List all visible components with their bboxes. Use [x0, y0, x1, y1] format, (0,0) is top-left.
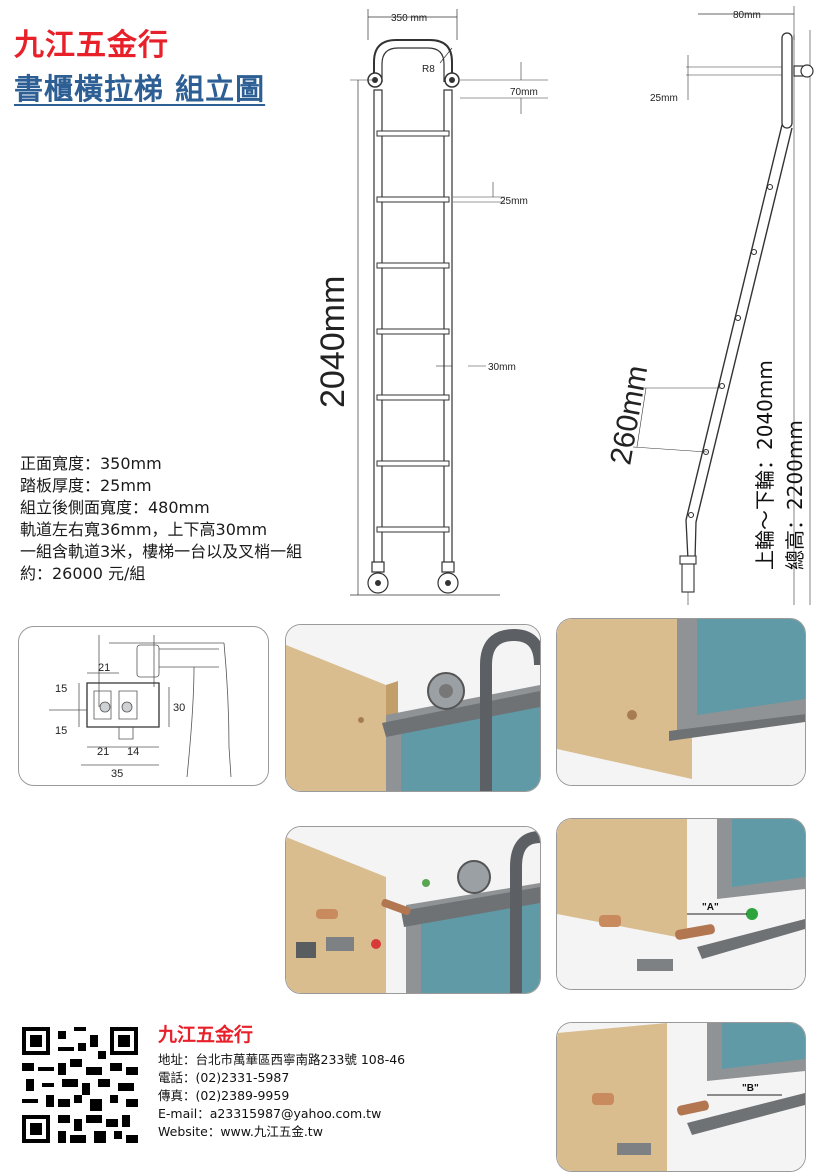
assembly-step-illustration	[286, 827, 540, 993]
step-a-illustration: "A"	[557, 819, 805, 989]
height-label: 2040mm	[314, 276, 352, 408]
qr-code-icon[interactable]	[22, 1027, 138, 1143]
ladder-side-view: 80mm 25mm 260mm 上輪～下輪：2040mm 總高：2200mm	[604, 6, 814, 605]
profile-label-2: 15	[55, 683, 67, 695]
spec-rail-size: 軌道左右寬36mm，上下高30mm	[20, 520, 268, 539]
tread-label: 25mm	[500, 196, 528, 207]
top-width-label: 80mm	[733, 10, 761, 21]
profile-label-7: 35	[111, 768, 123, 780]
step-a-panel: "A"	[556, 818, 806, 990]
contact-name: 九江五金行	[158, 1024, 254, 1046]
step-b-label: "B"	[742, 1083, 759, 1094]
spacing-label: 260mm	[604, 363, 654, 467]
hook-label: 25mm	[650, 93, 678, 104]
step-b-illustration: "B"	[557, 1023, 805, 1171]
profile-label-4: 15	[55, 725, 67, 737]
contact-block: 九江五金行 地址：台北市萬華區西寧南路233號 108-46 電話：(02)23…	[158, 1020, 405, 1141]
radius-label: R8	[422, 64, 435, 75]
step-a-label: "A"	[702, 902, 719, 913]
spec-tread-thickness: 踏板厚度：25mm	[20, 476, 152, 495]
contact-fax: 傳真：(02)2389-9959	[158, 1088, 290, 1103]
spec-side-width: 組立後側面寬度：480mm	[20, 498, 210, 517]
assembly-step-panel	[285, 826, 541, 994]
wheel-span-label: 上輪～下輪：2040mm	[753, 360, 777, 570]
profile-label-6: 14	[127, 746, 139, 758]
brand-title: 九江五金行	[14, 28, 169, 63]
spec-list: 正面寬度：350mm 踏板厚度：25mm 組立後側面寬度：480mm 軌道左右寬…	[20, 453, 302, 585]
front-width-label: 350 mm	[391, 13, 427, 24]
profile-label-3: 30	[173, 702, 185, 714]
page-title: 書櫃橫拉梯 組立圖	[14, 72, 266, 106]
corner-detail-panel	[556, 618, 806, 786]
hook-on-rail-panel	[285, 624, 541, 792]
rail-profile-drawing: 21 15 30 15 21 14 35	[49, 635, 232, 780]
step-b-panel: "B"	[556, 1022, 806, 1172]
contact-website[interactable]: Website：www.九江五金.tw	[158, 1124, 323, 1139]
corner-detail-illustration	[557, 619, 805, 785]
rail-profile-panel: 21 15 30 15 21 14 35	[18, 626, 269, 786]
total-height-label: 總高：2200mm	[783, 420, 807, 570]
top-offset-label: 70mm	[510, 87, 538, 98]
profile-label-5: 21	[97, 746, 109, 758]
spec-front-width: 正面寬度：350mm	[20, 454, 162, 473]
contact-email[interactable]: E-mail：a23315987@yahoo.com.tw	[158, 1106, 382, 1121]
contact-phone[interactable]: 電話：(02)2331-5987	[158, 1070, 290, 1085]
hook-on-rail-illustration	[286, 625, 540, 791]
gap-label: 30mm	[488, 362, 516, 373]
spec-price: 約：26000 元/組	[20, 564, 146, 583]
contact-address: 地址：台北市萬華區西寧南路233號 108-46	[158, 1052, 406, 1067]
spec-package: 一組含軌道3米，樓梯一台以及叉梢一組	[20, 542, 303, 561]
profile-label-1: 21	[98, 662, 110, 674]
ladder-front-view: 350 mm R8 70mm 25mm 30mm 2040mm	[314, 9, 548, 596]
